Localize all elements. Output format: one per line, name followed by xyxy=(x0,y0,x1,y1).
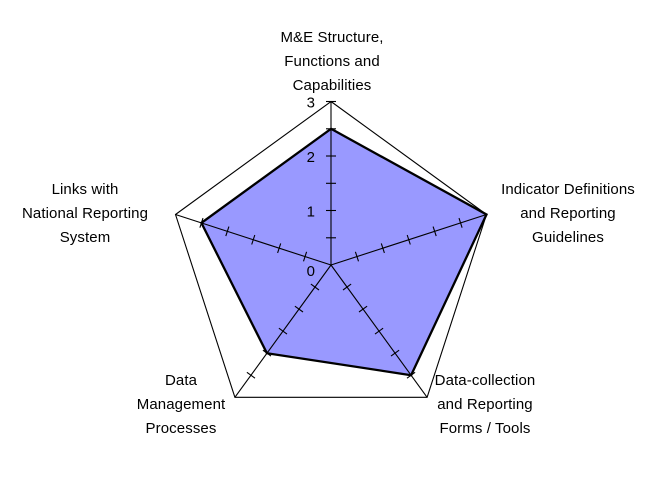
axis-tick xyxy=(302,251,308,262)
axis-tick xyxy=(432,226,437,237)
axis-label-line: Capabilities xyxy=(292,77,372,94)
data-area xyxy=(201,128,487,376)
axis-label-line: and Reporting xyxy=(437,396,533,413)
axis-label-line: and Reporting xyxy=(520,205,616,222)
axis-label-line: Links with xyxy=(51,181,119,198)
axis-tick xyxy=(458,217,463,228)
axis-label-line: Guidelines xyxy=(532,229,604,246)
axis-label-data-management: Data Management Processes xyxy=(96,369,266,441)
axis-tick xyxy=(278,327,288,335)
axis-label-line: Functions and xyxy=(284,53,380,70)
axis-tick xyxy=(251,234,256,245)
axis-label-line: National Reporting xyxy=(21,205,149,222)
axis-tick xyxy=(225,226,230,237)
axis-label-line: Management xyxy=(136,396,226,413)
axis-label-me-structure: M&E Structure, Functions and Capabilitie… xyxy=(222,26,442,98)
axis-tick xyxy=(294,305,304,313)
axis-label-line: Processes xyxy=(145,420,217,437)
axis-tick xyxy=(374,327,384,335)
axis-tick-label: 0 xyxy=(307,263,315,280)
axis-label-line: Forms / Tools xyxy=(439,420,531,437)
axis-tick-label: 3 xyxy=(307,95,315,112)
axis-tick xyxy=(380,243,385,254)
axis-tick-label: 2 xyxy=(307,149,315,166)
axis-label-line: Indicator Definitions xyxy=(501,181,635,198)
data-outline xyxy=(199,127,488,377)
axis-label-line: System xyxy=(59,229,111,246)
axis-label-line: M&E Structure, xyxy=(280,29,384,46)
axis-label-data-collection: Data-collection and Reporting Forms / To… xyxy=(400,369,570,441)
axis-label-line: Data xyxy=(164,372,198,389)
axis-tick xyxy=(406,234,411,245)
axis-tick xyxy=(354,251,360,262)
axis-label-indicator-definitions: Indicator Definitions and Reporting Guid… xyxy=(478,178,658,250)
axis-tick xyxy=(246,371,256,379)
axis-tick xyxy=(358,305,368,313)
axis-tick-label: 1 xyxy=(307,204,315,221)
axis-tick xyxy=(310,283,320,291)
axis-tick xyxy=(390,349,400,357)
web-outline xyxy=(174,100,488,398)
axis-label-line: Data-collection xyxy=(434,372,536,389)
axis-tick xyxy=(342,283,352,291)
axis-label-national-reporting: Links with National Reporting System xyxy=(0,178,170,250)
axis-tick xyxy=(277,243,282,254)
